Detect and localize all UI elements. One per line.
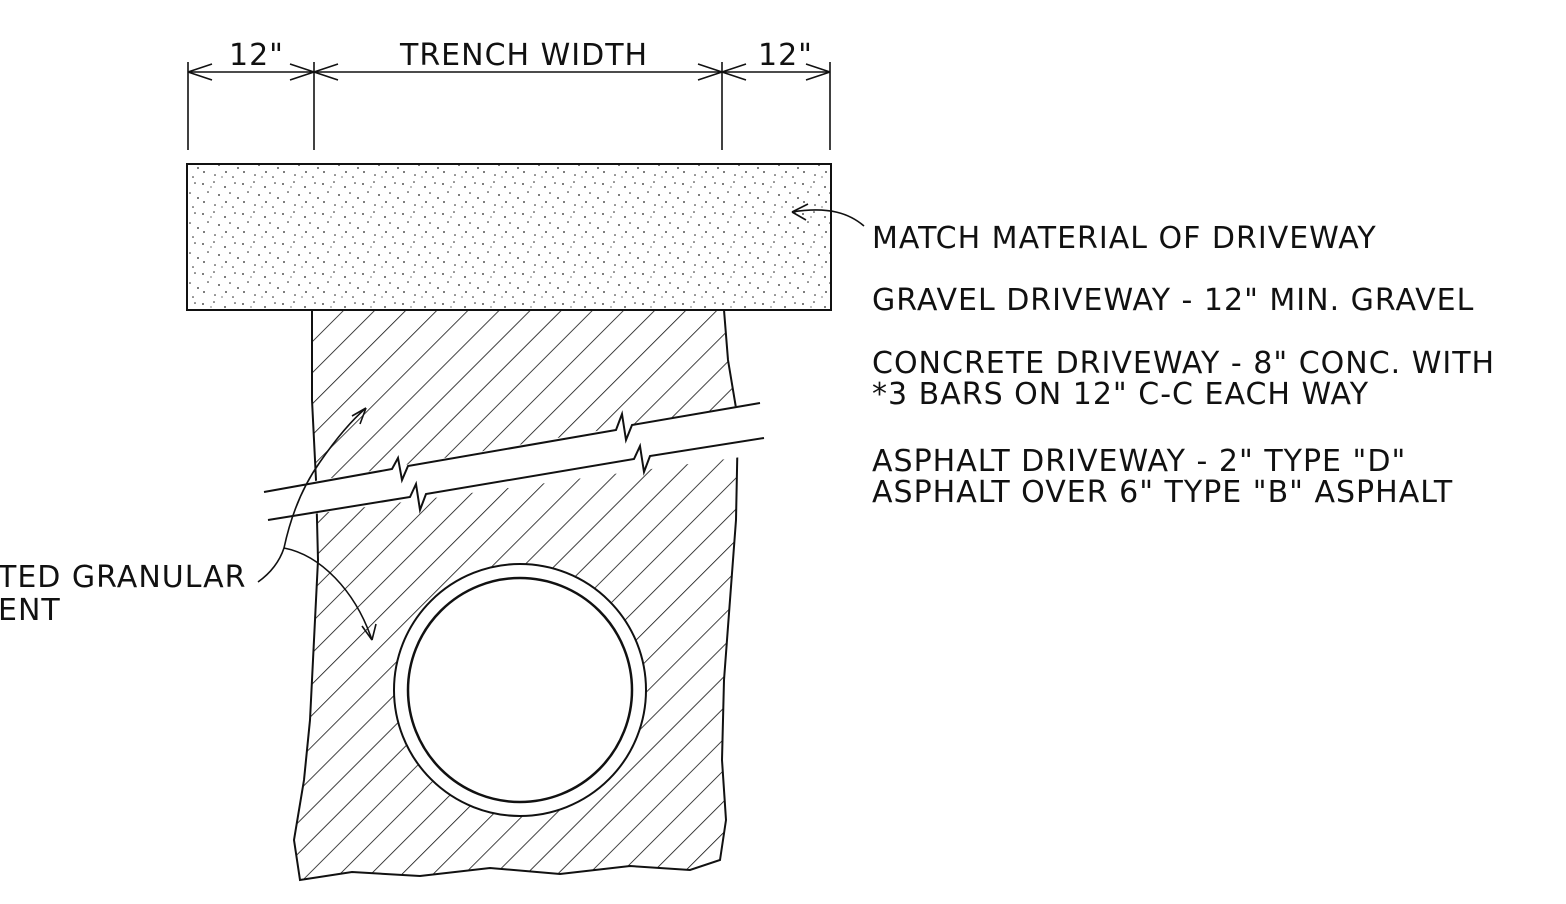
arrow-right-inner-b xyxy=(721,63,747,81)
dimension-lines xyxy=(187,62,831,150)
note-concrete-driveway-line2: *3 BARS ON 12" C-C EACH WAY xyxy=(872,377,1369,412)
note-gravel-driveway: GRAVEL DRIVEWAY - 12" MIN. GRAVEL xyxy=(872,283,1474,318)
backfill-leader xyxy=(257,407,377,641)
pipe xyxy=(393,563,647,817)
note-backfill-line1: TED GRANULAR xyxy=(0,560,246,595)
note-backfill-line2: ENT xyxy=(0,593,61,628)
note-asphalt-driveway-line1: ASPHALT DRIVEWAY - 2" TYPE "D" xyxy=(872,444,1406,479)
dimension-label-right: 12" xyxy=(758,38,813,73)
dimension-label-left: 12" xyxy=(229,38,284,73)
driveway-surface-slab xyxy=(186,163,832,311)
dimension-label-trench-width: TRENCH WIDTH xyxy=(399,38,648,73)
break-lines xyxy=(263,402,765,521)
note-match-material: MATCH MATERIAL OF DRIVEWAY xyxy=(872,221,1377,256)
match-material-leader xyxy=(791,203,865,227)
note-concrete-driveway-line1: CONCRETE DRIVEWAY - 8" CONC. WITH xyxy=(872,346,1495,381)
arrow-right-inner-a xyxy=(697,63,723,81)
arrow-left-inner-b xyxy=(313,63,339,81)
arrow-right-outer xyxy=(805,63,831,81)
arrow-left-inner-a xyxy=(289,63,315,81)
arrow-left-outer xyxy=(187,63,213,81)
note-asphalt-driveway-line2: ASPHALT OVER 6" TYPE "B" ASPHALT xyxy=(872,475,1453,510)
